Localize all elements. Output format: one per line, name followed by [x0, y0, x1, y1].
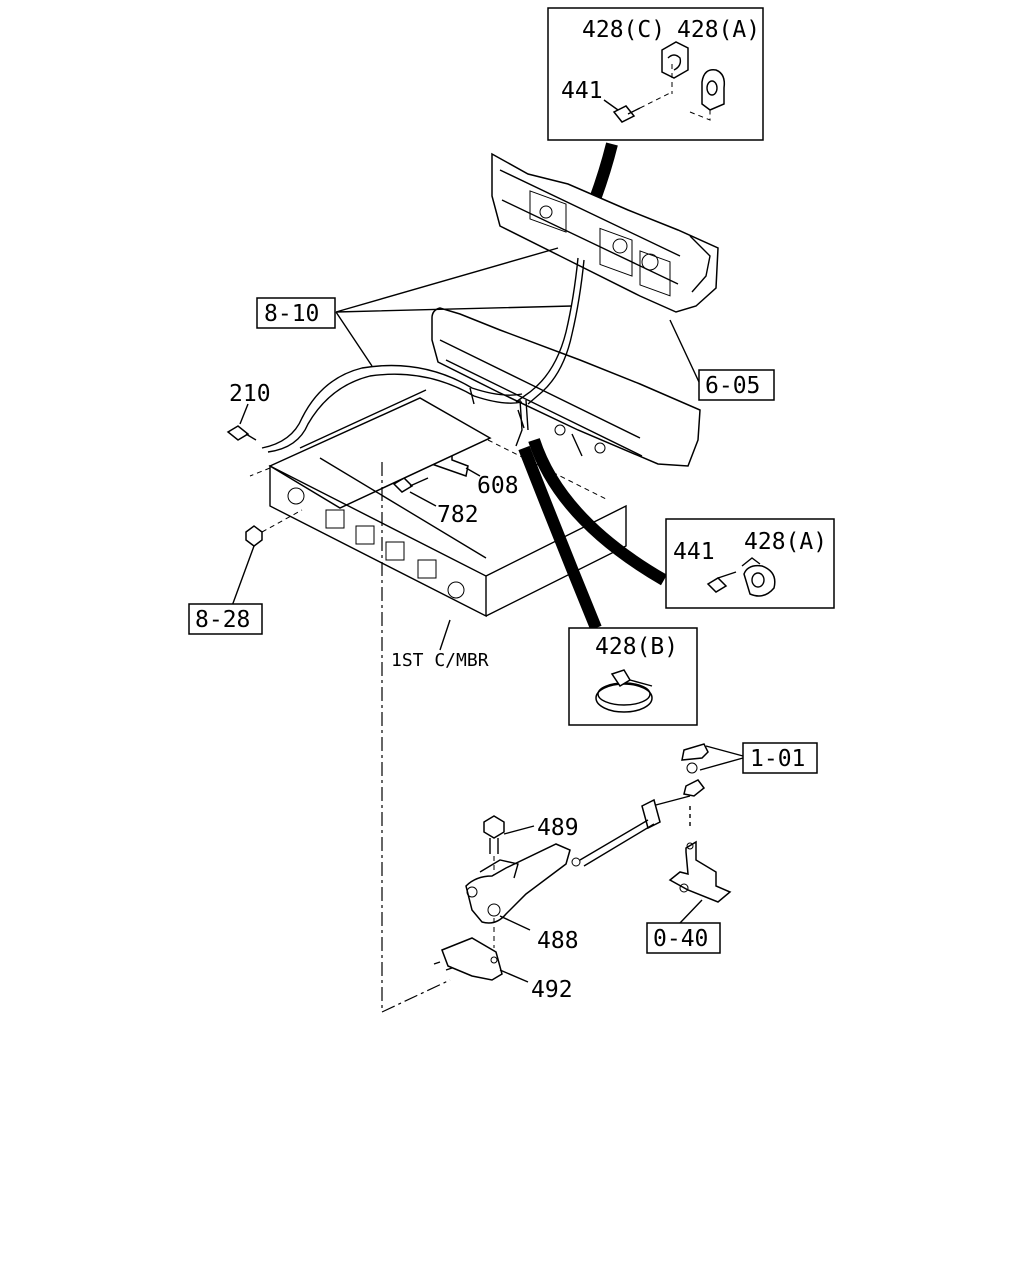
callout-6-05-text: 6-05	[705, 373, 760, 399]
base-492-icon	[433, 937, 529, 983]
clip-428c-icon	[661, 41, 689, 79]
callout-0-40: 0-40	[646, 899, 721, 954]
bolt-441-right-icon	[706, 571, 737, 593]
leader-right-detail	[528, 438, 667, 586]
alignment-line	[381, 462, 451, 1013]
callout-1-01-text: 1-01	[750, 746, 805, 772]
label-489: 489	[537, 815, 579, 841]
label-210: 210	[229, 381, 271, 407]
clip-428a-right-icon	[741, 557, 776, 597]
bolt-210-icon	[226, 403, 257, 441]
callout-8-28: 8-28	[188, 603, 263, 635]
bolt-441-icon	[603, 99, 641, 123]
nut-8-28-icon	[231, 525, 263, 607]
cable-assembly	[571, 743, 709, 867]
wiring-harness	[261, 257, 585, 453]
callout-0-40-text: 0-40	[653, 926, 708, 952]
leader-band-detail	[518, 445, 602, 631]
callout-8-10: 8-10	[256, 247, 573, 367]
callout-1-01: 1-01	[699, 742, 818, 774]
label-428c-top: 428(C)	[582, 17, 665, 43]
callout-8-10-text: 8-10	[264, 301, 319, 327]
detail-box-right: 441 428(A)	[665, 518, 835, 609]
label-428a-right: 428(A)	[744, 529, 827, 555]
first-crossmember	[249, 389, 627, 618]
callout-8-28-text: 8-28	[195, 607, 250, 633]
detail-box-top: 428(C) 428(A) 441	[547, 7, 764, 141]
label-428a-top: 428(A)	[677, 17, 760, 43]
crossmember-label: 1ST C/MBR	[391, 650, 489, 671]
label-492: 492	[531, 977, 573, 1003]
clip-428a-icon	[701, 69, 726, 111]
band-428b-icon	[595, 669, 653, 713]
callout-6-05: 6-05	[669, 319, 775, 401]
detail-box-band: 428(B)	[568, 627, 698, 726]
bracket-0-40-icon	[668, 840, 732, 903]
radiator-support-upper	[491, 152, 719, 313]
label-441-top: 441	[561, 78, 603, 104]
label-782: 782	[437, 502, 479, 528]
label-488: 488	[537, 928, 579, 954]
label-608: 608	[477, 473, 519, 499]
front-panel	[431, 307, 701, 467]
label-441-right: 441	[673, 539, 715, 565]
label-428b: 428(B)	[595, 634, 678, 660]
bolt-489-icon	[483, 815, 535, 854]
lever-488-icon	[465, 843, 571, 931]
